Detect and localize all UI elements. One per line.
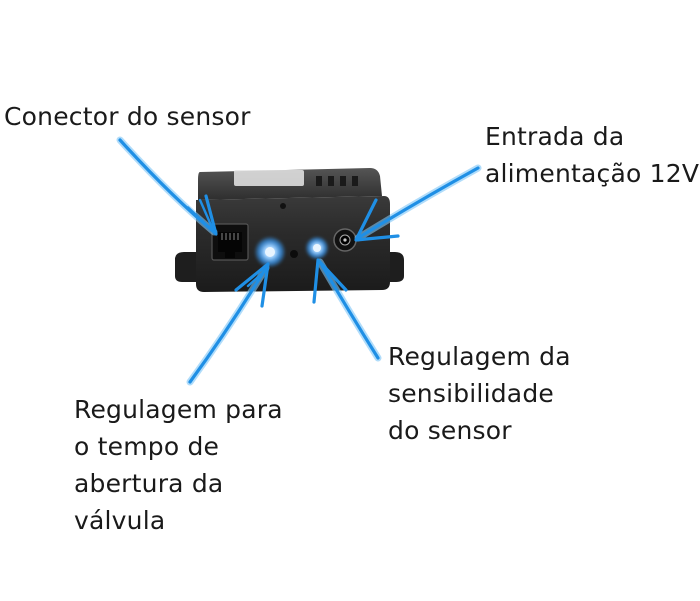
label-line: alimentação 12V	[485, 159, 700, 188]
label-line: Regulagem da	[388, 342, 571, 371]
label-valve-time: Regulagem para o tempo de abertura da vá…	[74, 391, 283, 539]
label-line: Entrada da	[485, 122, 625, 151]
label-sensitivity: Regulagem da sensibilidade do sensor	[388, 338, 571, 449]
power-jack-icon	[333, 228, 357, 252]
label-line: válvula	[74, 506, 166, 535]
arrow-valve-time	[186, 262, 270, 386]
arrow-power-input	[354, 164, 482, 242]
label-line: abertura da	[74, 469, 224, 498]
label-line: o tempo de	[74, 432, 220, 461]
sensor-control-box-icon	[175, 168, 404, 292]
rj-connector-icon	[211, 223, 249, 261]
label-line: do sensor	[388, 416, 512, 445]
sensitivity-potentiometer-icon	[305, 236, 329, 260]
arrow-sensitivity	[312, 258, 382, 362]
label-line: Regulagem para	[74, 395, 283, 424]
label-line: sensibilidade	[388, 379, 554, 408]
label-line: Conector do sensor	[4, 102, 251, 131]
label-power-input: Entrada da alimentação 12V	[485, 118, 699, 192]
label-sensor-connector: Conector do sensor	[4, 98, 251, 135]
valve-time-potentiometer-icon	[254, 236, 286, 268]
arrow-sensor-connector	[116, 136, 218, 236]
